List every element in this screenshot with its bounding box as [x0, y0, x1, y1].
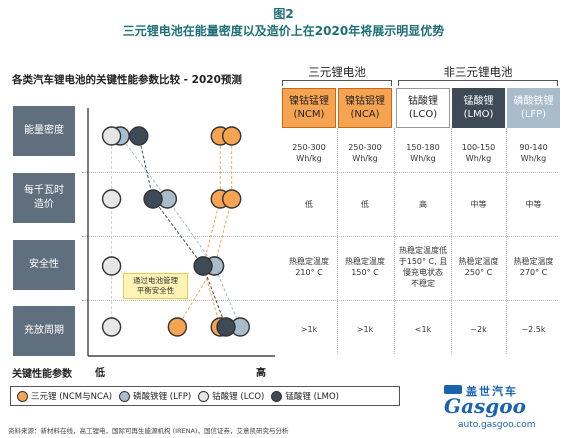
- series-lines: [111, 135, 241, 328]
- column-abbr: (NCM): [293, 109, 325, 120]
- cell-ncm-safety: 热稳定温度 210° C: [289, 257, 329, 277]
- column-abbr: (LFP): [520, 109, 547, 120]
- figure-title: 三元锂电池在能量密度以及造价上在2020年将展示明显优势: [122, 24, 445, 38]
- legend-item-lco: 钴酸锂 (LCO): [198, 390, 264, 402]
- legend-swatch-light-gray: [198, 390, 210, 402]
- data-point-series-4-row-0: [129, 126, 149, 146]
- legend-label: 钴酸锂 (LCO): [212, 392, 265, 402]
- logo-cn-text: 盖世汽车: [466, 385, 518, 398]
- legend: 三元锂 (NCM与NCA) 磷酸铁锂 (LFP) 钴酸锂 (LCO) 锰酸锂 (…: [10, 386, 400, 406]
- data-point-series-1-row-0: [221, 126, 242, 146]
- legend-swatch-orange: [17, 390, 28, 402]
- row-label-cost-per-kwh: 每千瓦时 造价: [13, 173, 75, 223]
- column-abbr: (LMO): [463, 109, 494, 120]
- legend-item-lmo: 锰酸锂 (LMO): [271, 390, 339, 402]
- x-axis-title: 关键性能参数: [12, 369, 72, 380]
- legend-swatch-light-blue: [119, 390, 131, 402]
- data-point-series-1-row-3: [167, 317, 188, 337]
- legend-item-lfp: 磷酸铁锂 (LFP): [119, 390, 191, 402]
- cell-nca-cost: 低: [361, 199, 369, 209]
- row-label-safety: 安全性: [13, 240, 75, 290]
- legend-swatch-dark: [271, 390, 283, 402]
- row-divider: [82, 236, 558, 237]
- source-note: 资料来源：新材料在线，高工锂电，国际可再生能源机构 (IRENA)，国信证券，艾…: [8, 427, 289, 435]
- gasgoo-logo: 盖世汽车 Gasgoo auto.gasgoo.com: [436, 383, 562, 433]
- cell-lfp-cycle: ~2.5k: [521, 324, 546, 334]
- column-divider: [337, 128, 338, 354]
- non-ternary-bracket: [398, 80, 558, 86]
- row-label-cycle-life: 充放周期: [13, 306, 75, 356]
- group-label-non-ternary: 非三元锂电池: [443, 65, 513, 79]
- series-dots: [101, 126, 250, 337]
- data-point-series-4-row-2: [193, 256, 213, 276]
- cell-ncm-cost: 低: [305, 199, 313, 209]
- cell-nca-safety: 热稳定温度 150° C: [345, 257, 385, 277]
- cell-lfp-energy: 90-140 Wh/kg: [519, 143, 548, 163]
- cell-ncm-energy: 250-300 Wh/kg: [292, 143, 326, 163]
- column-abbr: (NCA): [350, 109, 380, 120]
- group-label-ternary: 三元锂电池: [308, 65, 366, 79]
- cell-lmo-cost: 中等: [470, 199, 487, 209]
- cell-ncm-cycle: >1k: [300, 324, 318, 334]
- row-label-energy-density: 能量密度: [13, 106, 75, 156]
- column-name: 锰酸锂: [463, 96, 494, 107]
- data-point-series-4-row-3: [216, 317, 236, 337]
- logo-en-text: Gasgoo: [444, 394, 526, 418]
- column-header-lfp: 磷酸铁锂 (LFP): [507, 88, 560, 128]
- cell-nca-cycle: >1k: [356, 324, 374, 334]
- cell-lmo-cycle: ~2k: [470, 324, 487, 334]
- cell-lmo-safety: 热稳定温度 250° C: [458, 257, 499, 277]
- row-divider: [82, 172, 558, 173]
- column-name: 镍钴铝锂: [345, 96, 385, 107]
- logo-mark-icon: [444, 385, 462, 394]
- series-line-4: [138, 135, 227, 328]
- legend-label: 锰酸锂 (LMO): [285, 392, 339, 402]
- data-point-series-3-row-1: [101, 189, 122, 209]
- chart-title: 各类汽车锂电池的关键性能参数比较 - 2020预测: [12, 74, 242, 86]
- logo-url-text: auto.gasgoo.com: [458, 420, 536, 430]
- x-axis-high-label: 高: [256, 368, 266, 379]
- data-point-series-3-row-0: [101, 126, 122, 146]
- ternary-bracket: [282, 80, 392, 86]
- column-name: 镍钴锰锂: [289, 96, 329, 107]
- column-header-nca: 镍钴铝锂 (NCA): [338, 88, 392, 128]
- data-point-series-3-row-3: [101, 317, 122, 337]
- column-name: 磷酸铁锂: [513, 96, 554, 107]
- cell-lco-energy: 150-180 Wh/kg: [406, 143, 440, 163]
- data-point-series-3-row-2: [101, 256, 122, 276]
- column-divider: [394, 128, 395, 354]
- data-point-series-4-row-1: [143, 189, 163, 209]
- legend-label: 磷酸铁锂 (LFP): [133, 392, 192, 402]
- callout-line-1: 通过电池管理: [133, 276, 178, 285]
- series-line-0: [202, 136, 221, 328]
- series-line-1: [176, 136, 233, 328]
- column-header-lmo: 锰酸锂 (LMO): [452, 88, 505, 128]
- legend-label: 三元锂 (NCM与NCA): [31, 392, 113, 402]
- figure-label: 图2: [273, 7, 294, 21]
- x-axis-low-label: 低: [95, 368, 105, 379]
- column-name: 钴酸锂: [408, 96, 438, 107]
- callout-line-2: 平衡安全性: [136, 286, 175, 295]
- cell-lco-cost: 高: [419, 199, 427, 209]
- cell-lmo-energy: 100-150 Wh/kg: [461, 143, 496, 163]
- column-abbr: (LCO): [408, 109, 438, 120]
- plot-axes: [87, 108, 275, 357]
- safety-callout: 通过电池管理 平衡安全性: [123, 273, 188, 299]
- column-divider: [506, 128, 507, 354]
- cell-lco-safety: 热稳定温度低 于150° C, 且 慢充电状态 不稳定: [398, 246, 448, 288]
- cell-nca-energy: 250-300 Wh/kg: [348, 143, 382, 163]
- cell-lfp-safety: 热稳定温度 270° C: [513, 257, 554, 277]
- row-divider: [82, 300, 558, 301]
- column-divider: [451, 128, 452, 354]
- cell-lco-cycle: <1k: [414, 324, 432, 334]
- column-header-lco: 钴酸锂 (LCO): [396, 88, 450, 128]
- legend-item-ternary: 三元锂 (NCM与NCA): [17, 390, 112, 402]
- column-header-ncm: 镍钴锰锂 (NCM): [282, 88, 336, 128]
- cell-lfp-cost: 中等: [525, 199, 542, 209]
- data-point-series-1-row-1: [221, 189, 242, 209]
